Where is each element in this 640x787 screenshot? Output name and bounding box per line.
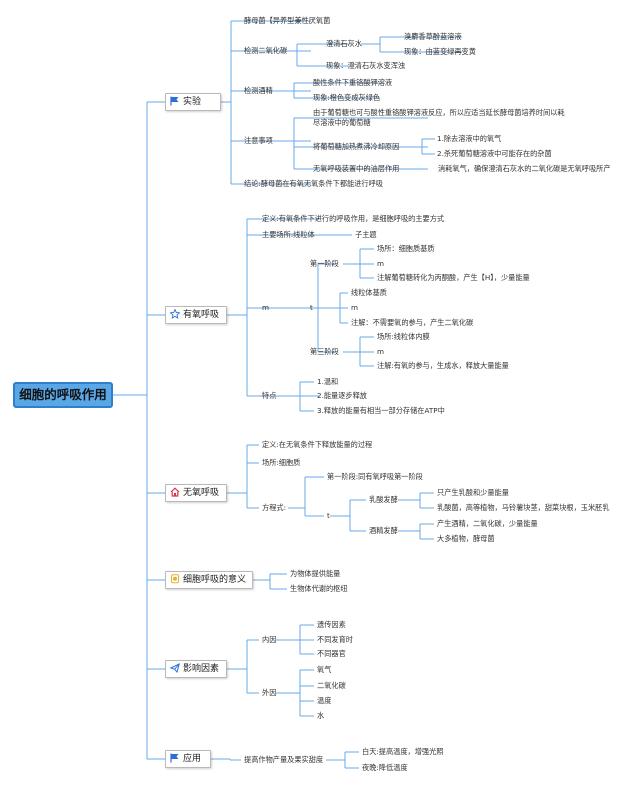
node-lactic-organisms: 乳酸菌，高等植物，马铃薯块茎，甜菜块根，玉米胚乳 [437, 503, 610, 512]
node-organ: 不同器官 [317, 649, 346, 658]
node-equation: 方程式: [262, 503, 286, 512]
star-icon [170, 309, 180, 319]
node-alcohol-fermentation: 酒精发酵 [369, 526, 398, 535]
home-icon [170, 487, 180, 497]
node-stage-three-m: m [377, 347, 385, 356]
node-genetic: 遗传因素 [317, 620, 346, 629]
node-external: 外因 [262, 688, 277, 697]
node-feature-gradual: 2.能量逐步释放 [317, 391, 367, 400]
node-night: 夜晚:降低温度 [362, 763, 408, 772]
node-glucose-note-1: 由于葡萄糖也可与酸性重铬酸钾溶液反应，所以应适当延长酵母菌培养时间以耗 [313, 108, 565, 117]
node-water: 水 [317, 711, 325, 720]
node-feature-mild: 1.温和 [317, 377, 339, 386]
branch-factors[interactable]: 影响因素 [165, 660, 227, 678]
node-precautions: 注意事项 [244, 136, 273, 145]
node-oxygen: 氧气 [317, 665, 332, 674]
node-stage-one-note: 注解葡萄糖转化为丙酮酸，产生【H】，少量能量 [377, 273, 530, 282]
node-stage-three-site: 场所:线粒体内膜 [377, 332, 430, 341]
branch-label: 影响因素 [183, 664, 220, 674]
root-topic[interactable]: 细胞的呼吸作用 [13, 382, 113, 408]
node-btb-phenomenon: 现象：由蓝变绿再变黄 [404, 47, 476, 56]
node-stage-three: 第三阶段 [310, 347, 339, 356]
node-dichromate: 酸性条件下重铬酸钾溶液 [313, 78, 393, 87]
node-alcohol-phenomenon: 现象:橙色变成灰绿色 [313, 93, 381, 102]
node-remove-oxygen: 1.除去溶液中的氧气 [437, 134, 502, 143]
node-improve-yield: 提高作物产量及果实甜度 [244, 755, 324, 764]
node-yeast: 酵母菌【异养型兼性厌氧菌 [244, 16, 331, 25]
node-stage-two-m: m [351, 303, 359, 312]
node-daytime: 白天:提高温度，增强光照 [362, 747, 444, 756]
node-btb: 溴麝香草酚蓝溶液 [404, 32, 462, 41]
node-stage-one: 第一阶段 [310, 259, 339, 268]
node-internal: 内因 [262, 635, 277, 644]
node-anaerobic-t: t [327, 511, 330, 520]
node-glucose-note-2: 尽溶液中的葡萄糖 [313, 118, 371, 127]
flag-icon [170, 96, 180, 106]
node-anaerobic-site: 场所:细胞质 [262, 458, 301, 467]
branch-application[interactable]: 应用 [165, 750, 211, 768]
flag-icon [170, 753, 180, 763]
node-stage-two-site: 线粒体基质 [351, 288, 387, 297]
branch-label: 无氧呼吸 [183, 488, 220, 498]
node-detect-alcohol: 检测酒精 [244, 86, 273, 95]
node-metabolic-hub: 生物体代谢的枢纽 [290, 584, 348, 593]
node-conclusion: 结论:酵母菌在有氧无氧条件下都能进行呼吸 [244, 179, 383, 188]
send-icon [170, 663, 180, 673]
branch-significance[interactable]: 细胞呼吸的意义 [165, 571, 253, 589]
node-aerobic-definition: 定义:有氧条件下进行的呼吸作用，是细胞呼吸的主要方式 [262, 214, 445, 223]
node-limewater: 澄清石灰水 [326, 39, 362, 48]
node-temperature: 温度 [317, 696, 332, 705]
node-m: m [262, 303, 270, 312]
branch-experiment[interactable]: 实验 [165, 93, 221, 111]
branch-label: 细胞呼吸的意义 [183, 575, 247, 585]
node-stage-three-note: 注解:有氧的参与，生成水，释放大量能量 [377, 361, 509, 370]
node-provide-energy: 为物体提供能量 [290, 569, 341, 578]
node-main-site: 主要场所:线粒体 [262, 230, 315, 239]
node-anaerobic-definition: 定义:在无氧条件下释放能量的过程 [262, 440, 373, 449]
node-stage-one-m: m [377, 259, 385, 268]
branch-label: 应用 [183, 754, 202, 764]
node-stage-one-site: 场所：细胞质基质 [377, 244, 435, 253]
node-feature-atp: 3.释放的能量有相当一部分存储在ATP中 [317, 406, 445, 415]
branch-label: 有氧呼吸 [183, 310, 220, 320]
node-oil-layer: 无氧呼吸装置中的油层作用 [313, 164, 400, 173]
node-detect-co2: 检测二氧化碳 [244, 46, 288, 55]
node-anaerobic-stage-one: 第一阶段:同有氧呼吸第一阶段 [327, 472, 423, 481]
branch-label: 实验 [183, 97, 202, 107]
medal-icon [170, 574, 180, 584]
node-subtopic: 子主题 [355, 230, 377, 239]
branch-anaerobic[interactable]: 无氧呼吸 [165, 484, 227, 502]
node-stage-two-note: 注解：不需要氧的参与，产生二氧化碳 [351, 318, 474, 327]
node-lactic-product: 只产生乳酸和少量能量 [437, 488, 509, 497]
node-alcohol-product: 产生酒精，二氧化碳，少量能量 [437, 519, 538, 528]
node-kill-microbes: 2.杀死葡萄糖溶液中可能存在的杂菌 [437, 149, 552, 158]
branch-aerobic[interactable]: 有氧呼吸 [165, 306, 227, 324]
node-alcohol-organisms: 大多植物，酵母菌 [437, 534, 495, 543]
node-features: 特点 [262, 391, 277, 400]
node-co2: 二氧化碳 [317, 681, 346, 690]
node-limewater-phenomenon: 现象：澄清石灰水变浑浊 [326, 61, 406, 70]
node-development-stage: 不同发育时 [317, 635, 353, 644]
node-t: t [310, 303, 313, 312]
node-boil-reason: 将葡萄糖加热煮沸冷却原因 [313, 142, 400, 151]
node-oil-layer-effect: 消耗氧气，确保澄清石灰水的二氧化碳是无氧呼吸所产 [438, 164, 611, 173]
node-lactic-fermentation: 乳酸发酵 [369, 495, 398, 504]
